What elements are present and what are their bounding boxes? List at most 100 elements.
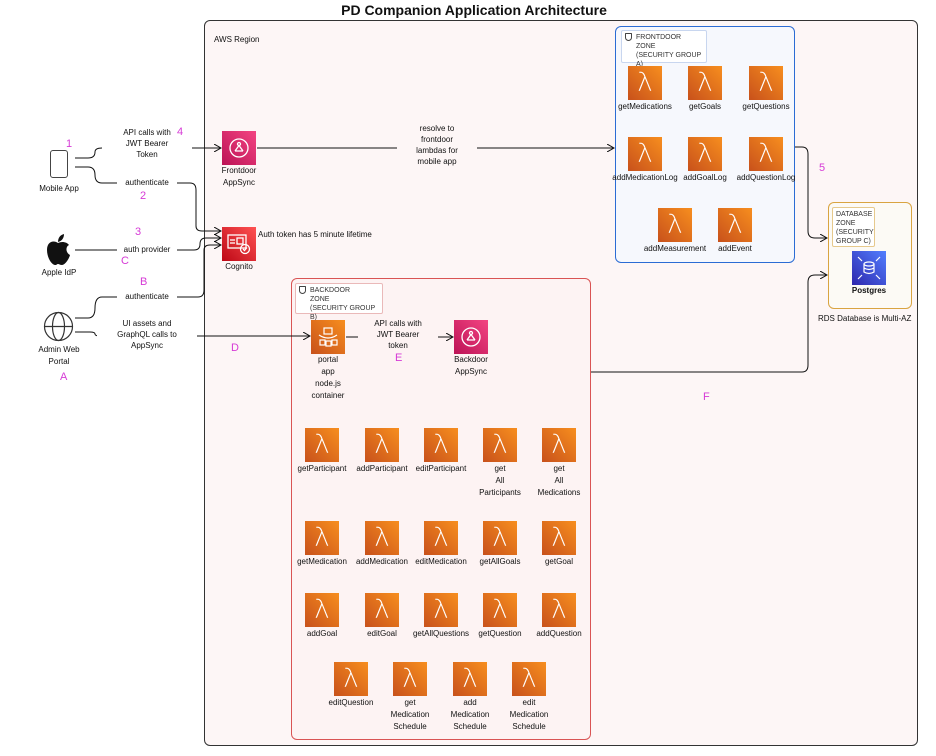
container-icon[interactable] bbox=[311, 320, 345, 354]
lambda-label: get Medication Schedule bbox=[390, 698, 430, 731]
shield-icon bbox=[299, 286, 306, 294]
lambda-label: editParticipant bbox=[415, 464, 467, 473]
lambda-icon[interactable]: λ bbox=[453, 662, 487, 696]
lambda-icon[interactable]: λ bbox=[305, 428, 339, 462]
lambda-icon[interactable]: λ bbox=[688, 66, 722, 100]
step-marker-4: 4 bbox=[177, 126, 184, 138]
apple-idp-label: Apple IdP bbox=[41, 268, 77, 277]
shield-icon bbox=[625, 33, 632, 41]
backdoor-zone-label: BACKDOOR ZONE (SECURITY GROUP B) bbox=[295, 283, 383, 321]
step-marker-2: 2 bbox=[140, 190, 147, 202]
postgres-label: Postgres bbox=[851, 286, 887, 295]
diagram-title: PD Companion Application Architecture bbox=[341, 2, 607, 18]
step-marker-C: C bbox=[121, 255, 129, 267]
lambda-label: getAllGoals bbox=[479, 557, 521, 566]
lambda-icon[interactable]: λ bbox=[688, 137, 722, 171]
lambda-icon[interactable]: λ bbox=[658, 208, 692, 242]
edge-label-admin-auth: authenticate bbox=[117, 291, 177, 303]
edge-admin-cognito bbox=[75, 245, 221, 319]
lambda-label: addMedication bbox=[355, 557, 409, 566]
backdoor-zone-text: BACKDOOR ZONE (SECURITY GROUP B) bbox=[310, 287, 376, 321]
lambda-label: addParticipant bbox=[356, 464, 408, 473]
lambda-label: addQuestionLog bbox=[736, 173, 796, 182]
lambda-icon[interactable]: λ bbox=[424, 521, 458, 555]
auth-token-note: Auth token has 5 minute lifetime bbox=[258, 230, 372, 239]
edge-mobile-cognito bbox=[75, 166, 221, 231]
lambda-label: editGoal bbox=[367, 629, 397, 638]
edge-mobile-frontdoor bbox=[75, 148, 221, 159]
cognito-icon[interactable] bbox=[222, 227, 256, 261]
frontdoor-appsync-icon[interactable] bbox=[222, 131, 256, 165]
lambda-icon[interactable]: λ bbox=[628, 137, 662, 171]
lambda-icon[interactable]: λ bbox=[749, 66, 783, 100]
lambda-icon[interactable]: λ bbox=[365, 593, 399, 627]
lambda-icon[interactable]: λ bbox=[483, 521, 517, 555]
step-marker-5: 5 bbox=[819, 162, 826, 174]
edge-apple-cognito bbox=[75, 238, 221, 251]
lambda-icon[interactable]: λ bbox=[628, 66, 662, 100]
lambda-icon[interactable]: λ bbox=[749, 137, 783, 171]
lambda-icon[interactable]: λ bbox=[365, 428, 399, 462]
rds-note: RDS Database is Multi-AZ bbox=[818, 314, 912, 323]
frontdoor-zone-label: FRONTDOOR ZONE (SECURITY GROUP A) bbox=[621, 30, 707, 68]
aws-region-label: AWS Region bbox=[214, 35, 260, 44]
lambda-icon[interactable]: λ bbox=[334, 662, 368, 696]
cognito-label: Cognito bbox=[225, 262, 253, 271]
lambda-label: edit Medication Schedule bbox=[509, 698, 549, 731]
lambda-label: getAllQuestions bbox=[412, 629, 470, 638]
lambda-label: getParticipant bbox=[297, 464, 347, 473]
edge-label-resolve: resolve to frontdoor lambdas for mobile … bbox=[397, 123, 477, 167]
lambda-icon[interactable]: λ bbox=[483, 593, 517, 627]
edge-backdoor-db bbox=[591, 275, 827, 373]
mobile-phone-icon bbox=[50, 150, 68, 178]
lambda-icon[interactable]: λ bbox=[424, 593, 458, 627]
step-marker-E: E bbox=[395, 352, 403, 364]
lambda-label: addEvent bbox=[718, 244, 752, 253]
step-marker-3: 3 bbox=[135, 226, 142, 238]
lambda-icon[interactable]: λ bbox=[718, 208, 752, 242]
edge-label-mobile-auth: authenticate bbox=[117, 177, 177, 189]
apple-icon bbox=[47, 234, 70, 265]
lambda-icon[interactable]: λ bbox=[542, 593, 576, 627]
edge-label-admin-ui: UI assets and GraphQL calls to AppSync bbox=[97, 318, 197, 351]
lambda-label: addMeasurement bbox=[643, 244, 707, 253]
edge-frontdoor-db bbox=[795, 146, 827, 238]
postgres-rds-icon[interactable] bbox=[852, 251, 886, 285]
step-marker-D: D bbox=[231, 342, 239, 354]
portal-app-label: portal app node.js container bbox=[311, 355, 345, 400]
lambda-icon[interactable]: λ bbox=[393, 662, 427, 696]
lambda-label: getMedications bbox=[618, 102, 672, 111]
mobile-app-label: Mobile App bbox=[39, 184, 79, 193]
database-zone-label: DATABASE ZONE (SECURITY GROUP C) bbox=[832, 207, 875, 247]
edge-label-portal-api: API calls with JWT Bearer token bbox=[358, 318, 438, 351]
lambda-label: add Medication Schedule bbox=[450, 698, 490, 731]
lambda-icon[interactable]: λ bbox=[542, 521, 576, 555]
backdoor-appsync-icon[interactable] bbox=[454, 320, 488, 354]
step-marker-B: B bbox=[140, 276, 148, 288]
backdoor-appsync-label: Backdoor AppSync bbox=[454, 355, 488, 376]
step-marker-F: F bbox=[703, 391, 710, 403]
lambda-label: editQuestion bbox=[328, 698, 374, 707]
lambda-icon[interactable]: λ bbox=[424, 428, 458, 462]
admin-web-portal-label: Admin Web Portal bbox=[38, 345, 80, 366]
lambda-label: addGoalLog bbox=[683, 173, 727, 182]
frontdoor-zone-text: FRONTDOOR ZONE (SECURITY GROUP A) bbox=[636, 34, 702, 68]
lambda-label: addQuestion bbox=[536, 629, 582, 638]
lambda-label: addGoal bbox=[306, 629, 338, 638]
step-marker-1: 1 bbox=[66, 138, 73, 150]
frontdoor-appsync-label: Frontdoor AppSync bbox=[221, 166, 257, 187]
globe-icon bbox=[43, 311, 74, 342]
lambda-icon[interactable]: λ bbox=[483, 428, 517, 462]
lambda-label: addMedicationLog bbox=[612, 173, 678, 182]
lambda-label: getGoals bbox=[688, 102, 722, 111]
lambda-icon[interactable]: λ bbox=[305, 593, 339, 627]
lambda-label: getMedication bbox=[297, 557, 347, 566]
lambda-icon[interactable]: λ bbox=[365, 521, 399, 555]
lambda-label: getGoal bbox=[544, 557, 574, 566]
lambda-label: get All Medications bbox=[537, 464, 581, 497]
edge-label-apple-auth: auth provider bbox=[117, 244, 177, 256]
lambda-icon[interactable]: λ bbox=[542, 428, 576, 462]
lambda-icon[interactable]: λ bbox=[305, 521, 339, 555]
lambda-icon[interactable]: λ bbox=[512, 662, 546, 696]
